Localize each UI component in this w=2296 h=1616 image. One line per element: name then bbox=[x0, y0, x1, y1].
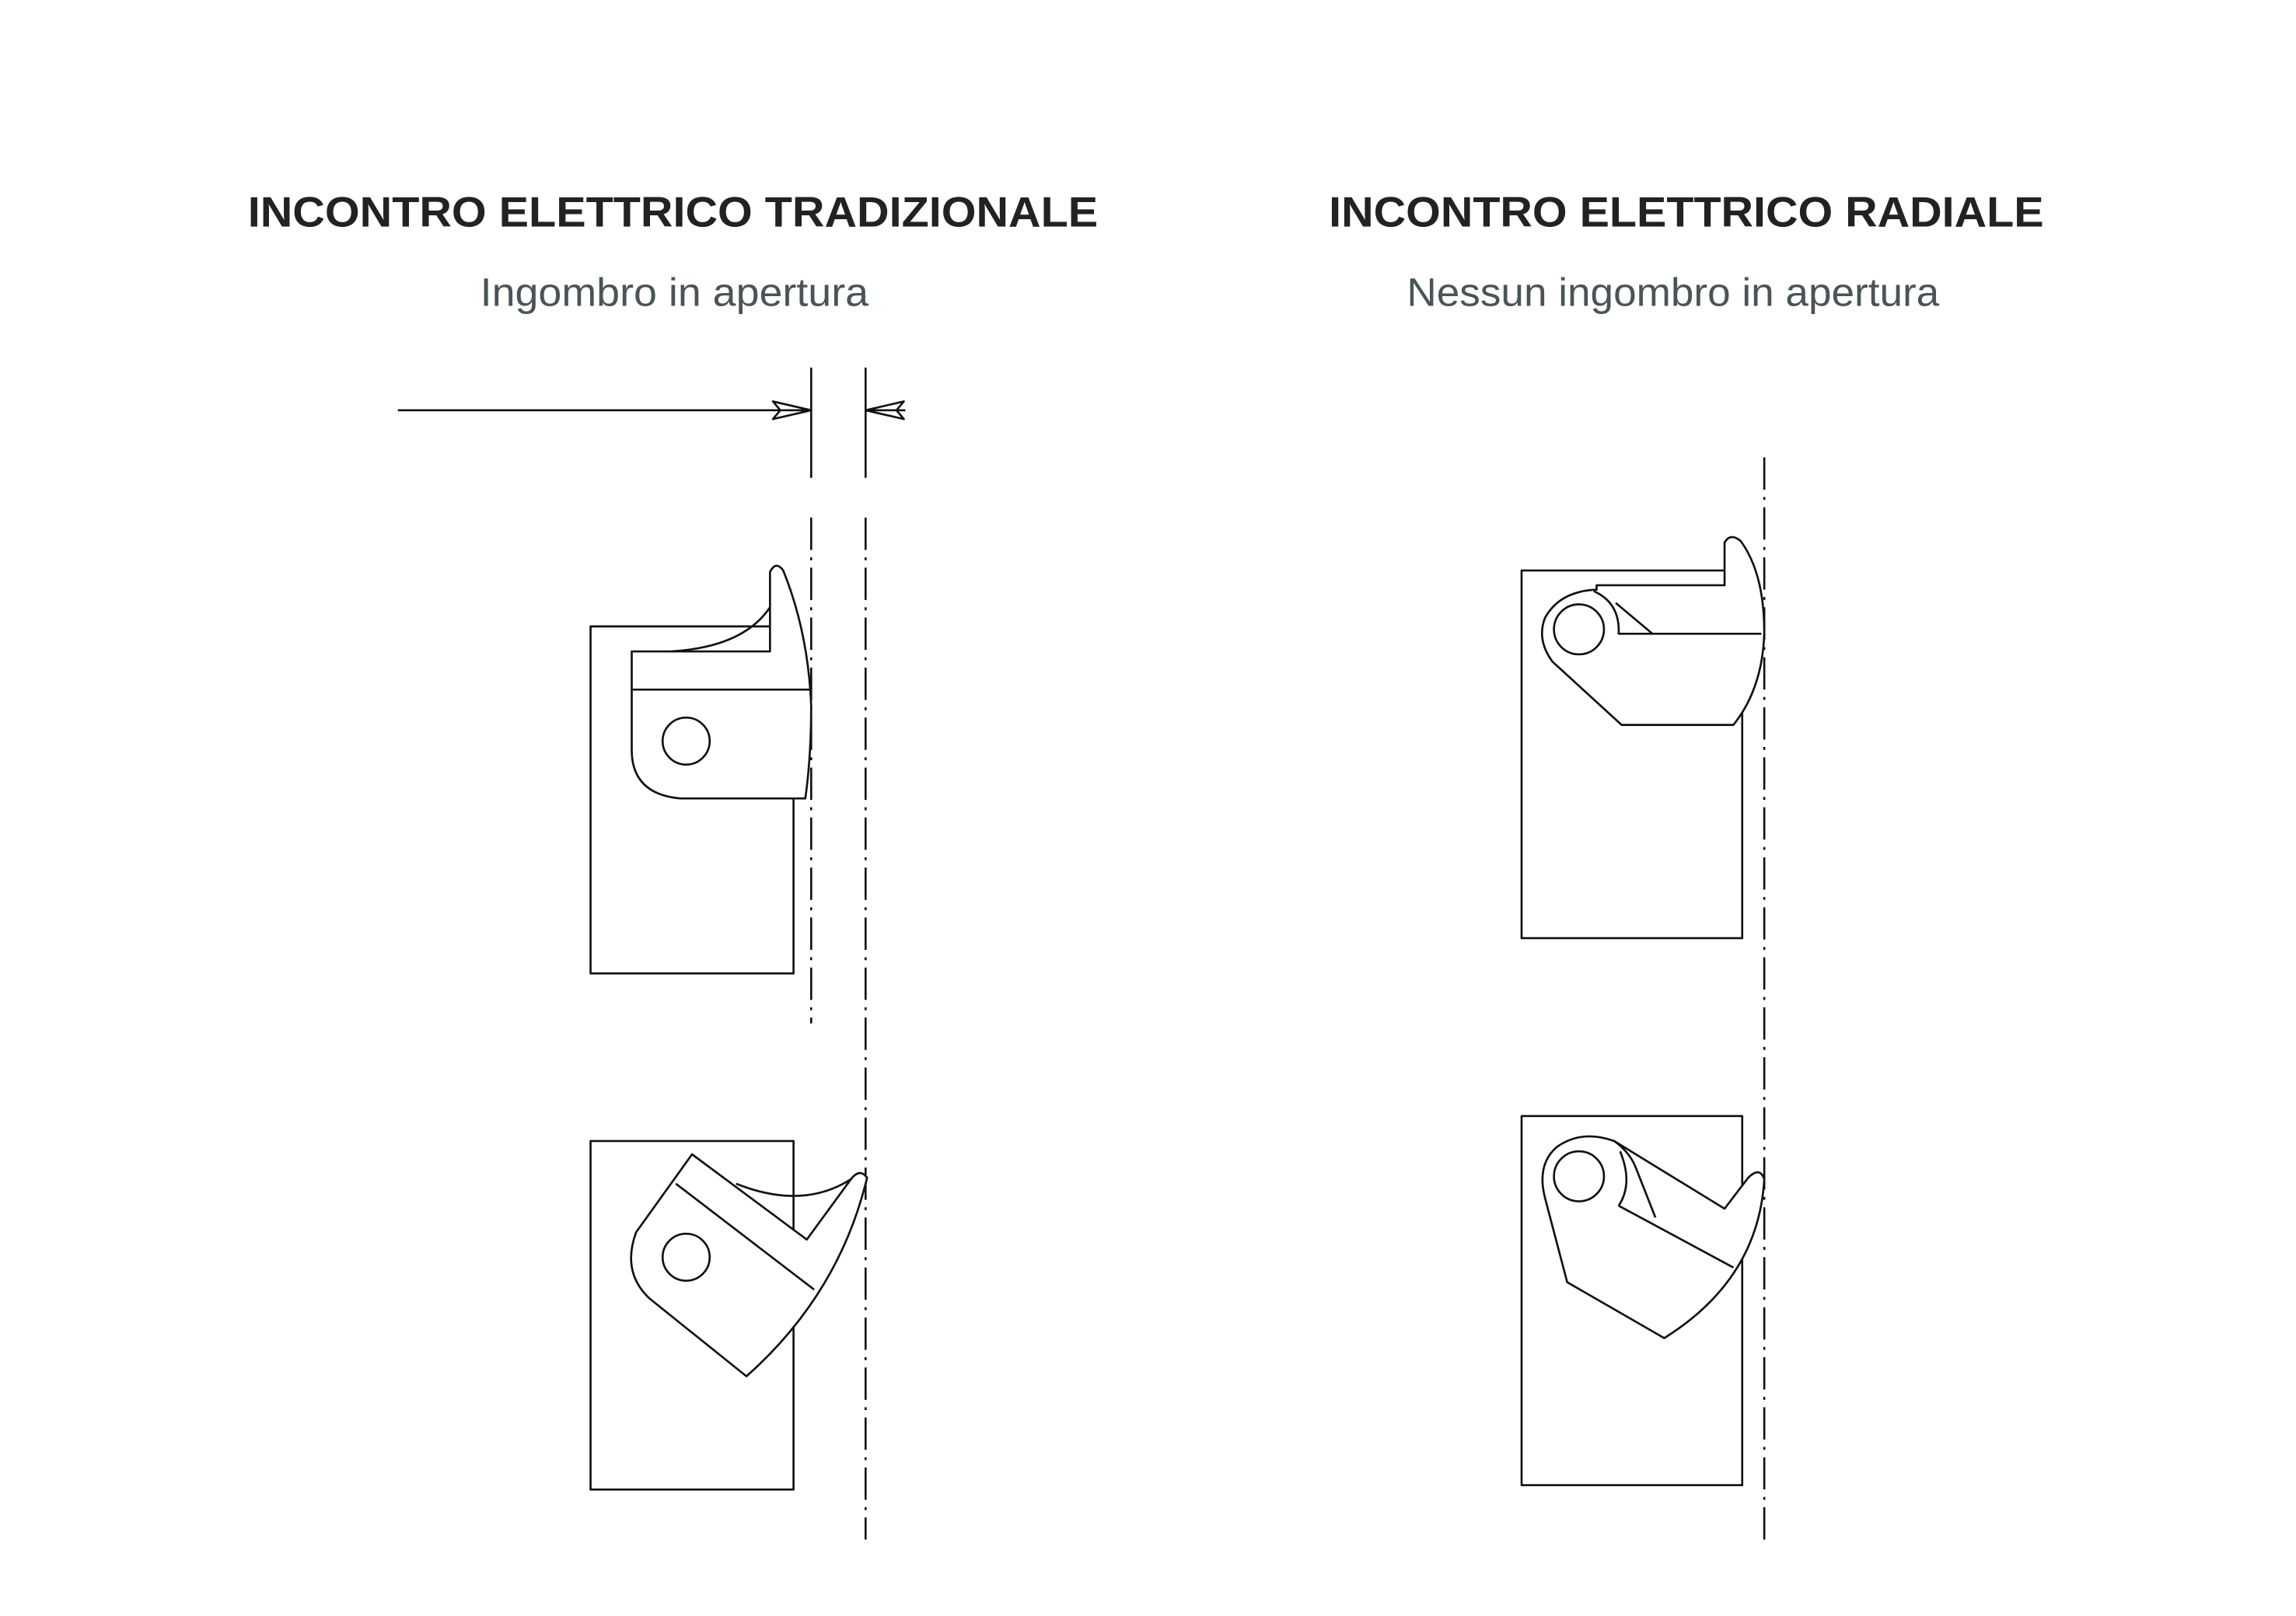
pivot-icon bbox=[661, 716, 711, 766]
traditional-strike-closed bbox=[589, 564, 813, 975]
radial-subtitle: Nessun ingombro in apertura bbox=[1407, 270, 1939, 314]
radial-title: INCONTRO ELETTRICO RADIALE bbox=[1329, 187, 2043, 236]
traditional-title: INCONTRO ELETTRICO TRADIZIONALE bbox=[248, 187, 1098, 236]
radial-strike-closed bbox=[1520, 536, 1766, 940]
traditional-subtitle: Ingombro in apertura bbox=[481, 270, 869, 314]
opening-clearance-dimension bbox=[397, 367, 906, 478]
pivot-icon bbox=[1553, 1150, 1606, 1202]
latch bbox=[630, 1153, 868, 1377]
traditional-strike-open bbox=[589, 1140, 868, 1491]
latch bbox=[631, 564, 813, 800]
pivot-icon bbox=[661, 1232, 711, 1283]
radial-strike-open bbox=[1520, 1115, 1766, 1486]
pivot-icon bbox=[1553, 603, 1606, 656]
latch bbox=[1540, 536, 1766, 726]
